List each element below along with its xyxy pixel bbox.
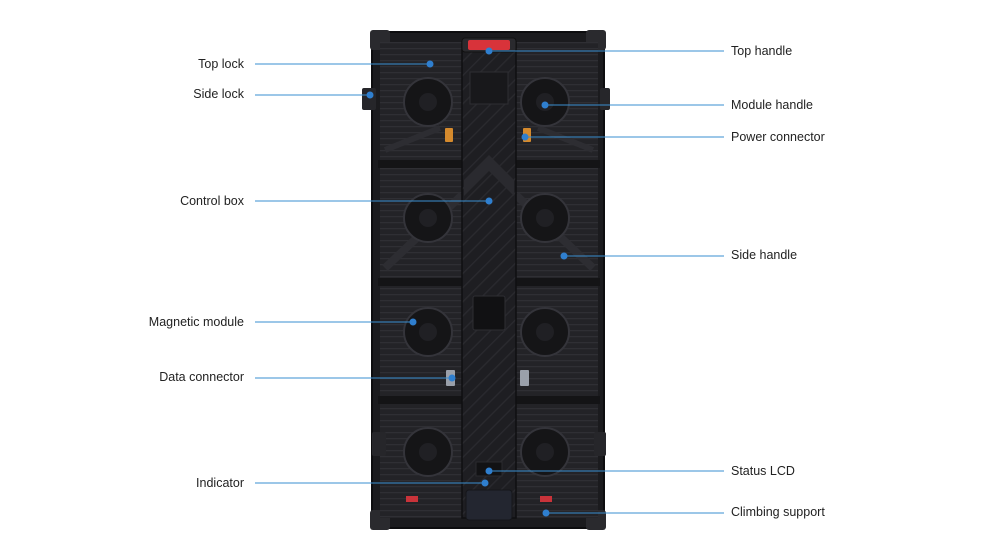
- control-box-chevron: [464, 155, 514, 196]
- led-cabinet: [362, 30, 610, 530]
- label-top-lock: Top lock: [198, 57, 244, 71]
- leader-status-lcd-dot: [485, 467, 493, 475]
- bottom-support-block: [465, 489, 513, 521]
- leader-module-handle-dot: [541, 101, 549, 109]
- label-climbing-support: Climbing support: [731, 505, 825, 519]
- leader-power-connector-dot: [521, 133, 529, 141]
- control-spine: [461, 41, 517, 519]
- leader-top-lock-dot: [426, 60, 434, 68]
- label-top-handle: Top handle: [731, 44, 793, 58]
- side-lock-right: [600, 88, 610, 110]
- label-side-handle: Side handle: [731, 248, 798, 262]
- control-box-top: [469, 71, 509, 105]
- leader-magnetic-module-dot: [409, 318, 417, 326]
- control-box-slot: [472, 295, 506, 331]
- label-power-connector: Power connector: [731, 130, 825, 144]
- leader-side-lock-dot: [366, 91, 374, 99]
- leader-data-connector-dot: [448, 374, 456, 382]
- diagonal-brace: [383, 125, 442, 153]
- label-side-lock: Side lock: [193, 87, 244, 101]
- label-status-lcd: Status LCD: [731, 464, 795, 478]
- side-lock-left: [362, 88, 376, 110]
- leader-indicator-dot: [481, 479, 489, 487]
- label-indicator: Indicator: [196, 476, 244, 490]
- leader-side-handle-dot: [560, 252, 568, 260]
- climbing-support-left: [406, 496, 418, 502]
- label-control-box: Control box: [180, 194, 244, 208]
- module-disk-centers: [419, 93, 554, 461]
- climbing-support-right: [540, 496, 552, 502]
- label-data-connector: Data connector: [159, 370, 244, 384]
- diagonal-brace: [536, 125, 595, 153]
- leader-top-handle-dot: [485, 47, 493, 55]
- side-lock-right-lower: [594, 432, 606, 456]
- top-handle-red: [468, 40, 510, 50]
- leader-lines: [255, 47, 724, 517]
- label-module-handle: Module handle: [731, 98, 814, 112]
- leader-control-box-dot: [485, 197, 493, 205]
- label-magnetic-module: Magnetic module: [148, 315, 244, 329]
- power-connector-left: [445, 128, 453, 142]
- leader-climbing-support-dot: [542, 509, 550, 517]
- side-lock-left-lower: [372, 432, 386, 456]
- data-connector-right: [520, 370, 529, 386]
